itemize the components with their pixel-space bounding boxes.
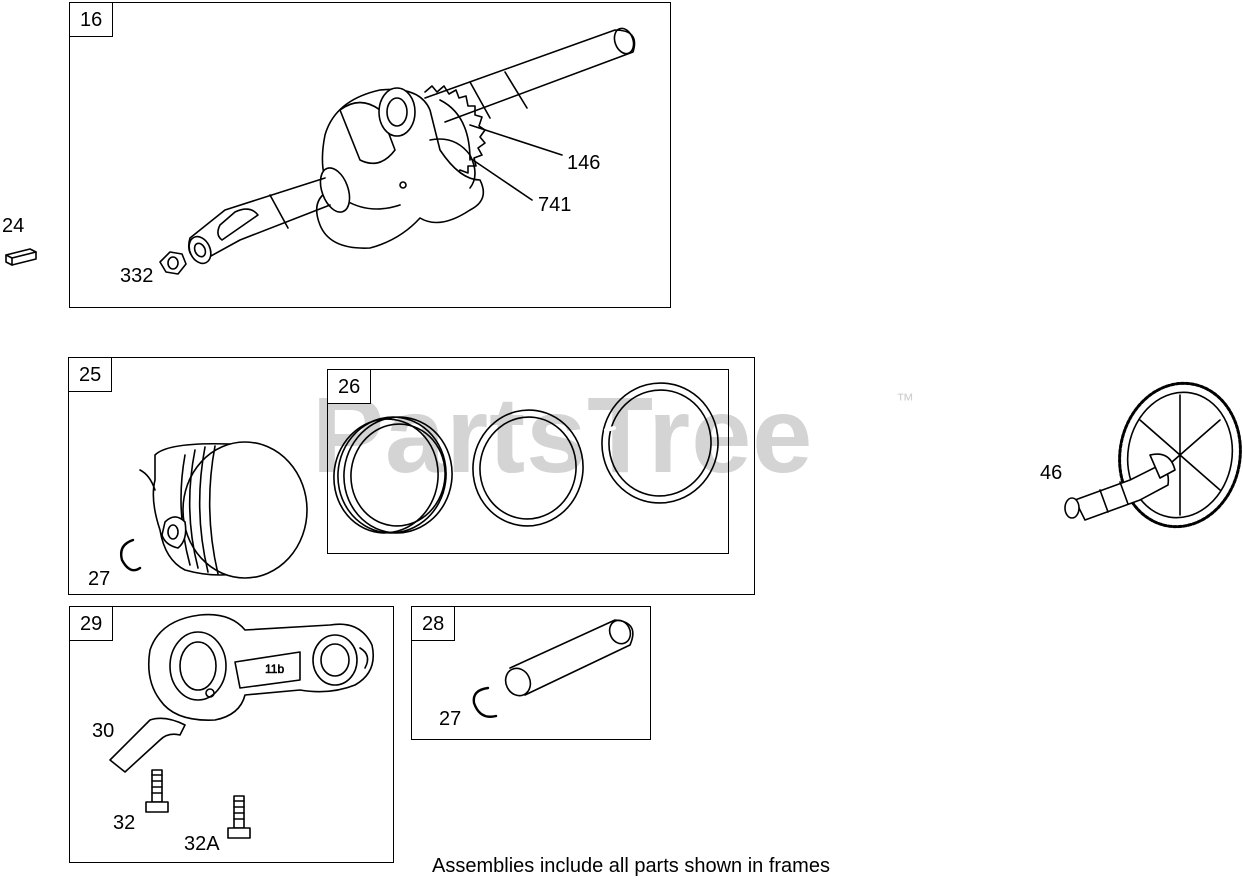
- frame-tag-piston: 25: [69, 358, 113, 392]
- callout-clip-27a: 27: [88, 568, 111, 590]
- frame-crankshaft: 16: [69, 2, 671, 308]
- callout-bolt-32a: 32A: [184, 833, 220, 855]
- connecting-rod-part: 11b: [147, 613, 374, 721]
- piston-rings-part: [333, 382, 719, 534]
- callout-dipper-30: 30: [92, 720, 115, 742]
- caption: Assemblies include all parts shown in fr…: [432, 855, 830, 877]
- piston-part: [139, 441, 308, 579]
- frame-tag-rings: 26: [328, 370, 372, 404]
- frame-pin: 28: [411, 606, 651, 740]
- crankshaft-part: [187, 27, 636, 265]
- callout-nut-332: 332: [120, 265, 154, 287]
- callout-gear-741: 741: [538, 194, 572, 216]
- callout-bolt-32: 32: [113, 812, 136, 834]
- key-part: [5, 248, 37, 266]
- callout-clip-27b: 27: [439, 708, 462, 730]
- clip-part-a: [119, 538, 142, 572]
- callout-camshaft-46: 46: [1040, 462, 1063, 484]
- frame-rings: 26: [327, 369, 729, 554]
- frame-conrod: 29: [69, 606, 394, 863]
- piston-pin-part: [504, 619, 634, 697]
- bolt-32-part: [145, 769, 169, 813]
- frame-piston: 25: [68, 357, 755, 595]
- dipper-part: [109, 717, 186, 773]
- bolt-32a-part: [227, 795, 251, 839]
- frame-tag-conrod: 29: [70, 607, 114, 641]
- svg-text:11b: 11b: [265, 662, 284, 676]
- clip-part-b: [472, 686, 498, 718]
- frame-tag-pin: 28: [412, 607, 456, 641]
- watermark-trademark: ™: [896, 390, 914, 410]
- nut-part: [159, 251, 187, 275]
- callout-gear-146: 146: [567, 152, 601, 174]
- frame-tag-crankshaft: 16: [70, 3, 114, 37]
- callout-key: 24: [2, 215, 25, 237]
- camshaft-part: [1064, 381, 1242, 529]
